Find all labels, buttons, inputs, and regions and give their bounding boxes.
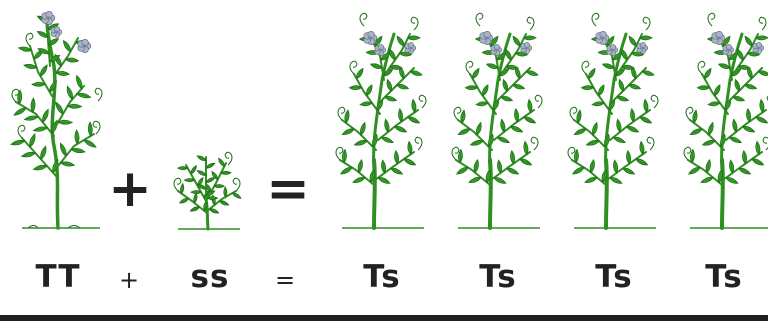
short-parent-plant-icon (170, 143, 246, 233)
plus-sign: + (108, 163, 152, 215)
equals-sign: = (262, 163, 314, 215)
genotype-label-offspring-3: Ts (584, 262, 644, 293)
offspring-plant-4-icon (682, 20, 768, 232)
genotype-label-parent-1: TT (28, 262, 88, 293)
bottom-divider (0, 315, 768, 321)
offspring-plant-3-icon (566, 20, 662, 232)
genotype-equals: = (270, 268, 300, 292)
genotype-label-offspring-1: Ts (352, 262, 412, 293)
offspring-plant-1-icon (334, 20, 430, 232)
tall-parent-plant-icon (8, 6, 108, 232)
genotype-plus: + (114, 268, 144, 292)
genotype-label-offspring-2: Ts (468, 262, 528, 293)
genotype-label-parent-2: ss (180, 262, 240, 293)
offspring-plant-2-icon (450, 20, 546, 232)
genotype-label-offspring-4: Ts (694, 262, 754, 293)
